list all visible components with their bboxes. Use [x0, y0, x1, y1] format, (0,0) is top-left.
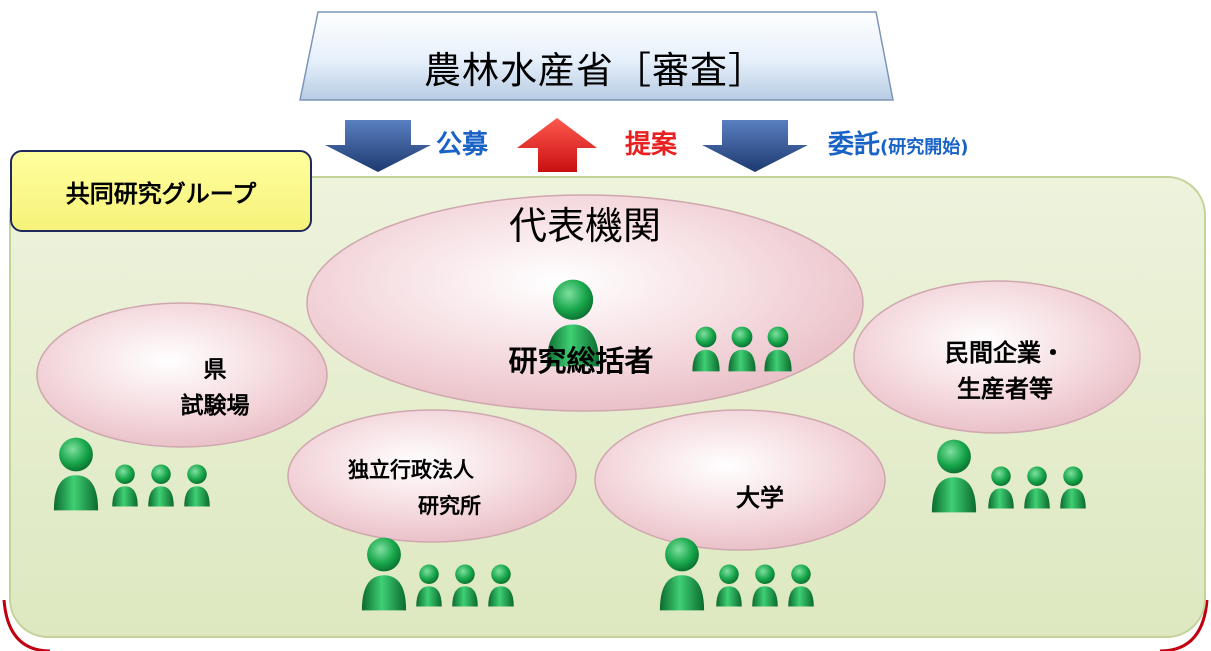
institute-label: 独立行政法人 研究所 [340, 452, 530, 524]
leader-label: 研究総括者 [508, 344, 654, 378]
private-ellipse [853, 280, 1141, 434]
private-label: 民間企業・ 生産者等 [915, 335, 1095, 407]
prefecture-line2: 試験場 [180, 393, 250, 419]
private-line1: 民間企業・ [945, 339, 1065, 367]
outer-border-right [1159, 599, 1209, 651]
research-group-label: 共同研究グループ [10, 150, 312, 232]
outer-border-left [2, 599, 51, 651]
prefecture-label: 県 試験場 [160, 352, 270, 424]
institute-line2: 研究所 [418, 494, 481, 518]
commission-text: 委託 [828, 130, 881, 160]
institute-line1: 独立行政法人 [348, 458, 474, 482]
arrow-up-proposal [517, 118, 597, 172]
institute-ellipse [287, 409, 577, 543]
public-call-label: 公募 [436, 130, 489, 160]
arrow-down-public-call [325, 120, 431, 172]
ministry-title: 農林水産省［審査］ [424, 49, 766, 92]
representative-title: 代表機関 [508, 204, 661, 248]
proposal-label: 提案 [625, 130, 678, 160]
commission-note: (研究開始) [880, 137, 969, 158]
ministry-box [299, 11, 894, 101]
arrow-down-commission [702, 120, 808, 172]
prefecture-line1: 県 [203, 357, 227, 383]
university-ellipse [594, 409, 886, 551]
private-line2: 生産者等 [957, 375, 1053, 403]
commission-label: 委託(研究開始) [828, 124, 968, 161]
prefecture-ellipse [36, 302, 328, 448]
university-label: 大学 [736, 484, 784, 512]
